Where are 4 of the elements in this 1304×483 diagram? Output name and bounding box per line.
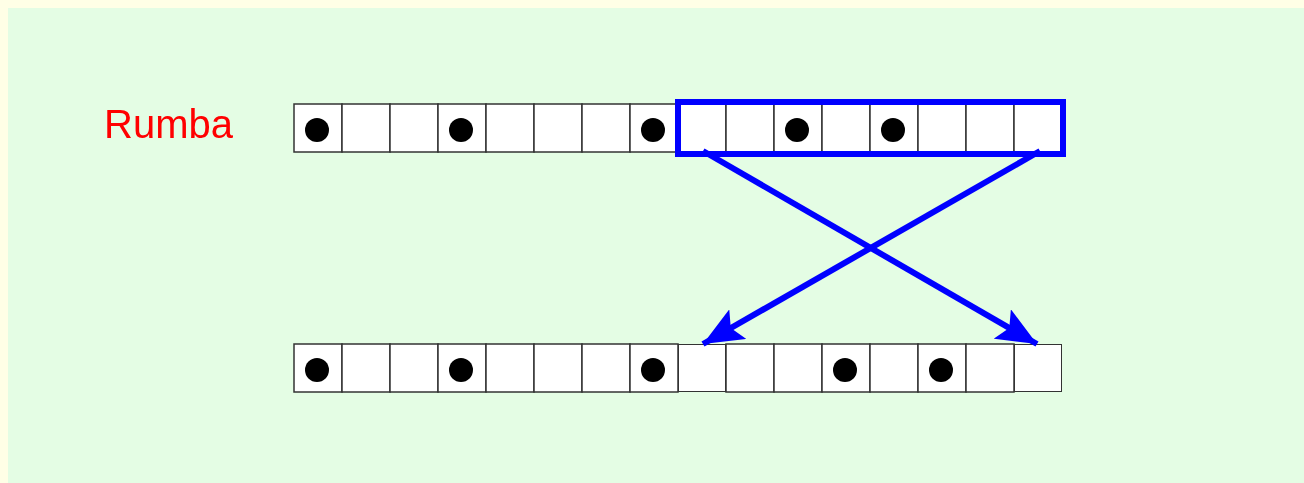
beat-cell <box>678 344 726 392</box>
rhythm-name: Rumba <box>104 104 233 144</box>
beat-cell <box>1014 344 1062 392</box>
highlight-frame <box>675 99 1066 157</box>
